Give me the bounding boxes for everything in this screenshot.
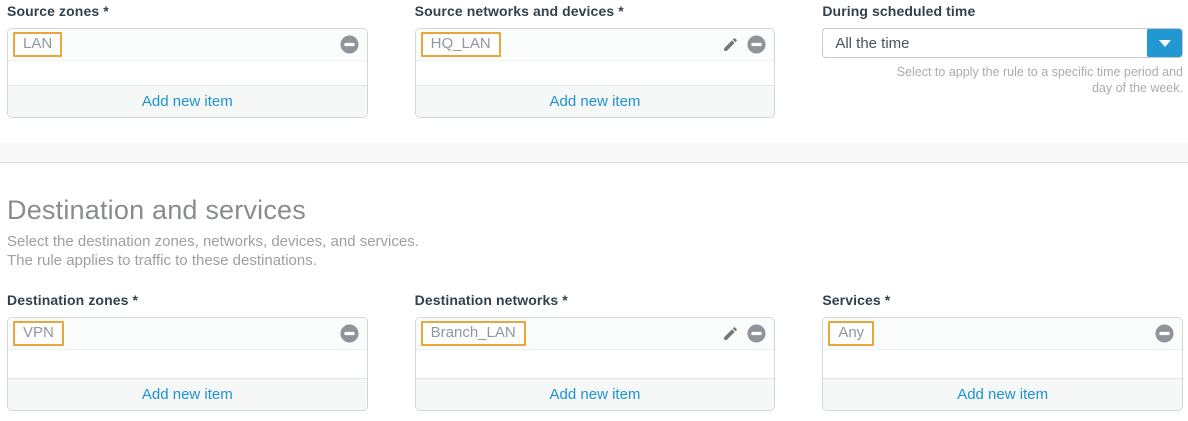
remove-item-icon[interactable] bbox=[747, 324, 766, 343]
remove-item-icon[interactable] bbox=[1155, 324, 1174, 343]
listbox-empty-area bbox=[415, 350, 775, 378]
section-description-line2: The rule applies to traffic to these des… bbox=[7, 252, 317, 269]
section-title: Destination and services bbox=[7, 195, 306, 225]
add-new-item-button[interactable]: Add new item bbox=[415, 378, 775, 410]
field-destination-zones: Destination zones * VPN Add new item bbox=[7, 292, 368, 411]
destination-networks-label: Destination networks * bbox=[414, 292, 568, 308]
selected-item-tag[interactable]: Any bbox=[828, 321, 875, 346]
destination-zones-label: Destination zones * bbox=[7, 292, 139, 308]
list-item: LAN bbox=[8, 29, 367, 61]
add-new-item-button[interactable]: Add new item bbox=[8, 378, 367, 410]
selected-item-tag[interactable]: Branch_LAN bbox=[420, 321, 526, 346]
services-listbox: Any Add new item bbox=[822, 317, 1183, 411]
edit-item-icon[interactable] bbox=[721, 324, 740, 343]
destination-zones-listbox: VPN Add new item bbox=[7, 317, 368, 411]
listbox-empty-area bbox=[8, 350, 367, 378]
edit-item-icon[interactable] bbox=[721, 35, 740, 54]
remove-item-icon[interactable] bbox=[340, 324, 359, 343]
services-label: Services * bbox=[822, 292, 891, 308]
field-services: Services * Any Add new item bbox=[822, 292, 1183, 411]
remove-item-icon[interactable] bbox=[340, 35, 359, 54]
selected-item-tag[interactable]: LAN bbox=[13, 32, 63, 57]
field-scheduled-time: During scheduled time All the time Selec… bbox=[822, 3, 1183, 118]
destination-row: Destination zones * VPN Add new item Des… bbox=[0, 292, 1188, 411]
listbox-empty-area bbox=[415, 61, 775, 85]
section-description-line1: Select the destination zones, networks, … bbox=[7, 233, 419, 250]
field-destination-networks: Destination networks * Branch_LAN Add ne… bbox=[414, 292, 776, 411]
schedule-help-text: Select to apply the rule to a specific t… bbox=[822, 64, 1183, 96]
list-item: HQ_LAN bbox=[415, 29, 775, 61]
source-networks-listbox: HQ_LAN Add new item bbox=[414, 28, 776, 118]
selected-item-tag[interactable]: VPN bbox=[13, 321, 64, 346]
destination-section-header: Destination and services Select the dest… bbox=[0, 197, 1188, 270]
remove-item-icon[interactable] bbox=[747, 35, 766, 54]
selected-item-tag[interactable]: HQ_LAN bbox=[420, 32, 501, 57]
add-new-item-button[interactable]: Add new item bbox=[415, 85, 775, 117]
source-networks-label: Source networks and devices * bbox=[414, 3, 624, 19]
listbox-empty-area bbox=[823, 350, 1182, 378]
schedule-help-line2: day of the week. bbox=[1091, 81, 1183, 95]
add-new-item-button[interactable]: Add new item bbox=[8, 85, 367, 117]
schedule-help-line1: Select to apply the rule to a specific t… bbox=[896, 65, 1183, 79]
add-new-item-button[interactable]: Add new item bbox=[823, 378, 1182, 410]
listbox-empty-area bbox=[8, 61, 367, 85]
list-item: Branch_LAN bbox=[415, 318, 775, 350]
list-item: VPN bbox=[8, 318, 367, 350]
schedule-select[interactable]: All the time bbox=[822, 28, 1183, 58]
schedule-select-value: All the time bbox=[835, 34, 910, 52]
field-source-networks: Source networks and devices * HQ_LAN Add… bbox=[414, 3, 776, 118]
source-row: Source zones * LAN Add new item Source n… bbox=[0, 0, 1188, 118]
source-zones-listbox: LAN Add new item bbox=[7, 28, 368, 118]
list-item: Any bbox=[823, 318, 1182, 350]
scheduled-time-label: During scheduled time bbox=[822, 3, 976, 19]
field-source-zones: Source zones * LAN Add new item bbox=[7, 3, 368, 118]
section-description: Select the destination zones, networks, … bbox=[7, 232, 1188, 270]
chevron-down-icon[interactable] bbox=[1146, 29, 1182, 57]
section-divider bbox=[0, 143, 1188, 163]
source-zones-label: Source zones * bbox=[7, 3, 109, 19]
destination-networks-listbox: Branch_LAN Add new item bbox=[414, 317, 776, 411]
